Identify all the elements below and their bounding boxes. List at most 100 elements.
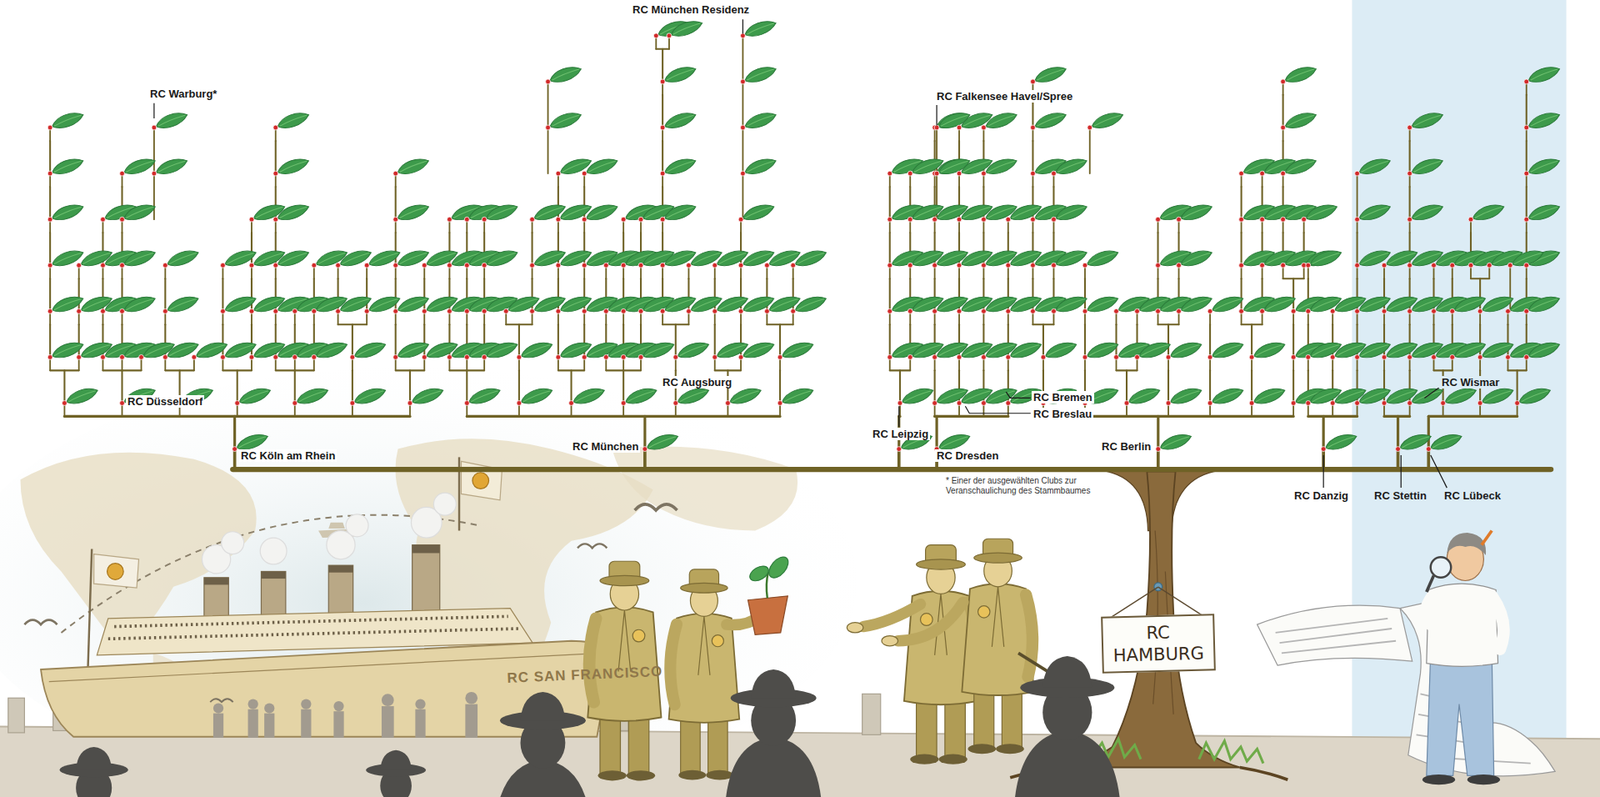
leaf-vein [53, 206, 83, 218]
club-dot [1330, 354, 1335, 360]
leaf-vein [355, 390, 385, 402]
leaf-blade [1210, 295, 1245, 314]
tree-branch [1396, 415, 1400, 449]
club-dot [1280, 216, 1286, 222]
leaf-blade [663, 111, 698, 130]
tree-leaf [395, 203, 430, 222]
club-dot [162, 354, 168, 360]
researcher [1481, 530, 1492, 545]
tree-leaf [1283, 111, 1318, 130]
tree-leaf [1090, 111, 1125, 130]
leaf-blade [1043, 340, 1078, 360]
leaf-vein [1092, 115, 1122, 126]
researcher [1467, 774, 1500, 785]
leaf-blade [275, 111, 310, 130]
tree-leaf [154, 111, 189, 130]
leaf-vein [278, 115, 308, 126]
tree-branch [1158, 323, 1180, 325]
leaf-blade [1526, 111, 1561, 130]
club-dot [956, 308, 962, 314]
club-dot [1524, 354, 1530, 360]
tree-branch [1292, 324, 1295, 357]
leaf-vein [1529, 115, 1559, 126]
leaf-blade [1357, 249, 1392, 268]
club-label: RC München [570, 440, 640, 453]
club-dot [1005, 308, 1011, 314]
tree-leaf [223, 295, 258, 314]
tree-leaf [275, 249, 310, 268]
leaf-vein [691, 299, 721, 310]
foreground-silhouettes [494, 691, 593, 797]
club-dot [249, 216, 255, 222]
tree-branch [1396, 449, 1400, 470]
leaf-blade [1033, 65, 1068, 85]
tree-branch [395, 232, 397, 265]
quay-people [300, 698, 311, 709]
leader-lines [153, 103, 155, 119]
leaf-vein [672, 23, 702, 35]
club-dot [1030, 262, 1036, 268]
tree-leaf [571, 386, 606, 405]
steamship [221, 531, 245, 555]
club-dot [1477, 400, 1483, 406]
leaf-blade [295, 386, 330, 405]
leaf-blade [548, 65, 583, 85]
leaf-blade [1324, 432, 1359, 451]
tree-leaf [1357, 157, 1392, 176]
club-dot [364, 308, 370, 314]
club-dot [956, 354, 962, 360]
leaf-vein [665, 115, 695, 126]
tree-branch [1241, 323, 1263, 325]
quay-people [381, 693, 395, 706]
rotarians-left [765, 553, 792, 582]
club-dot [100, 262, 106, 268]
sign-string [1110, 586, 1159, 618]
club-dot [1030, 125, 1036, 130]
tree-leaf [395, 157, 430, 176]
leaf-blade [743, 65, 778, 85]
tree-leaf [793, 249, 828, 268]
leaf-blade [937, 111, 972, 130]
club-dot [1355, 308, 1360, 314]
leaf-blade [1179, 203, 1214, 222]
club-dot [1082, 262, 1088, 268]
tree-leaf [1357, 295, 1392, 314]
club-dot [1355, 262, 1360, 268]
club-dot [907, 170, 913, 176]
club-dot [1477, 354, 1483, 360]
leaf-blade [1452, 295, 1487, 314]
tree-branch [1409, 186, 1411, 220]
leaf-vein [1529, 69, 1559, 80]
tree-branch [1322, 415, 1325, 449]
tree-branch [661, 140, 664, 174]
leaf-blade [1470, 203, 1505, 222]
leaf-blade [1252, 340, 1287, 360]
tree-branch [1282, 95, 1285, 128]
tree-branch [423, 278, 425, 311]
club-dot [446, 308, 452, 314]
leaf-vein [1181, 206, 1211, 218]
tree-leaf [1443, 386, 1478, 405]
club-dot [421, 308, 427, 314]
leaf-vein [626, 390, 656, 402]
tree-leaf [1526, 157, 1561, 176]
club-dot [1260, 262, 1265, 268]
tree-leaf [1210, 386, 1245, 405]
leaf-vein [168, 252, 198, 264]
leaf-blade [675, 340, 710, 360]
club-dot [740, 33, 745, 39]
tree-branch [643, 415, 646, 449]
leaf-blade [937, 157, 972, 176]
leaf-blade [675, 386, 710, 405]
leader-lines [154, 19, 1447, 488]
tree-branch [1240, 186, 1243, 220]
leaf-blade [743, 20, 778, 39]
club-dot [790, 308, 796, 314]
tree-leaf [1033, 65, 1068, 85]
leaf-blade [1283, 65, 1318, 85]
leaf-blade [793, 295, 828, 314]
club-dot [1165, 354, 1171, 360]
tree-branches [50, 35, 1551, 470]
tree-branch [531, 232, 534, 265]
